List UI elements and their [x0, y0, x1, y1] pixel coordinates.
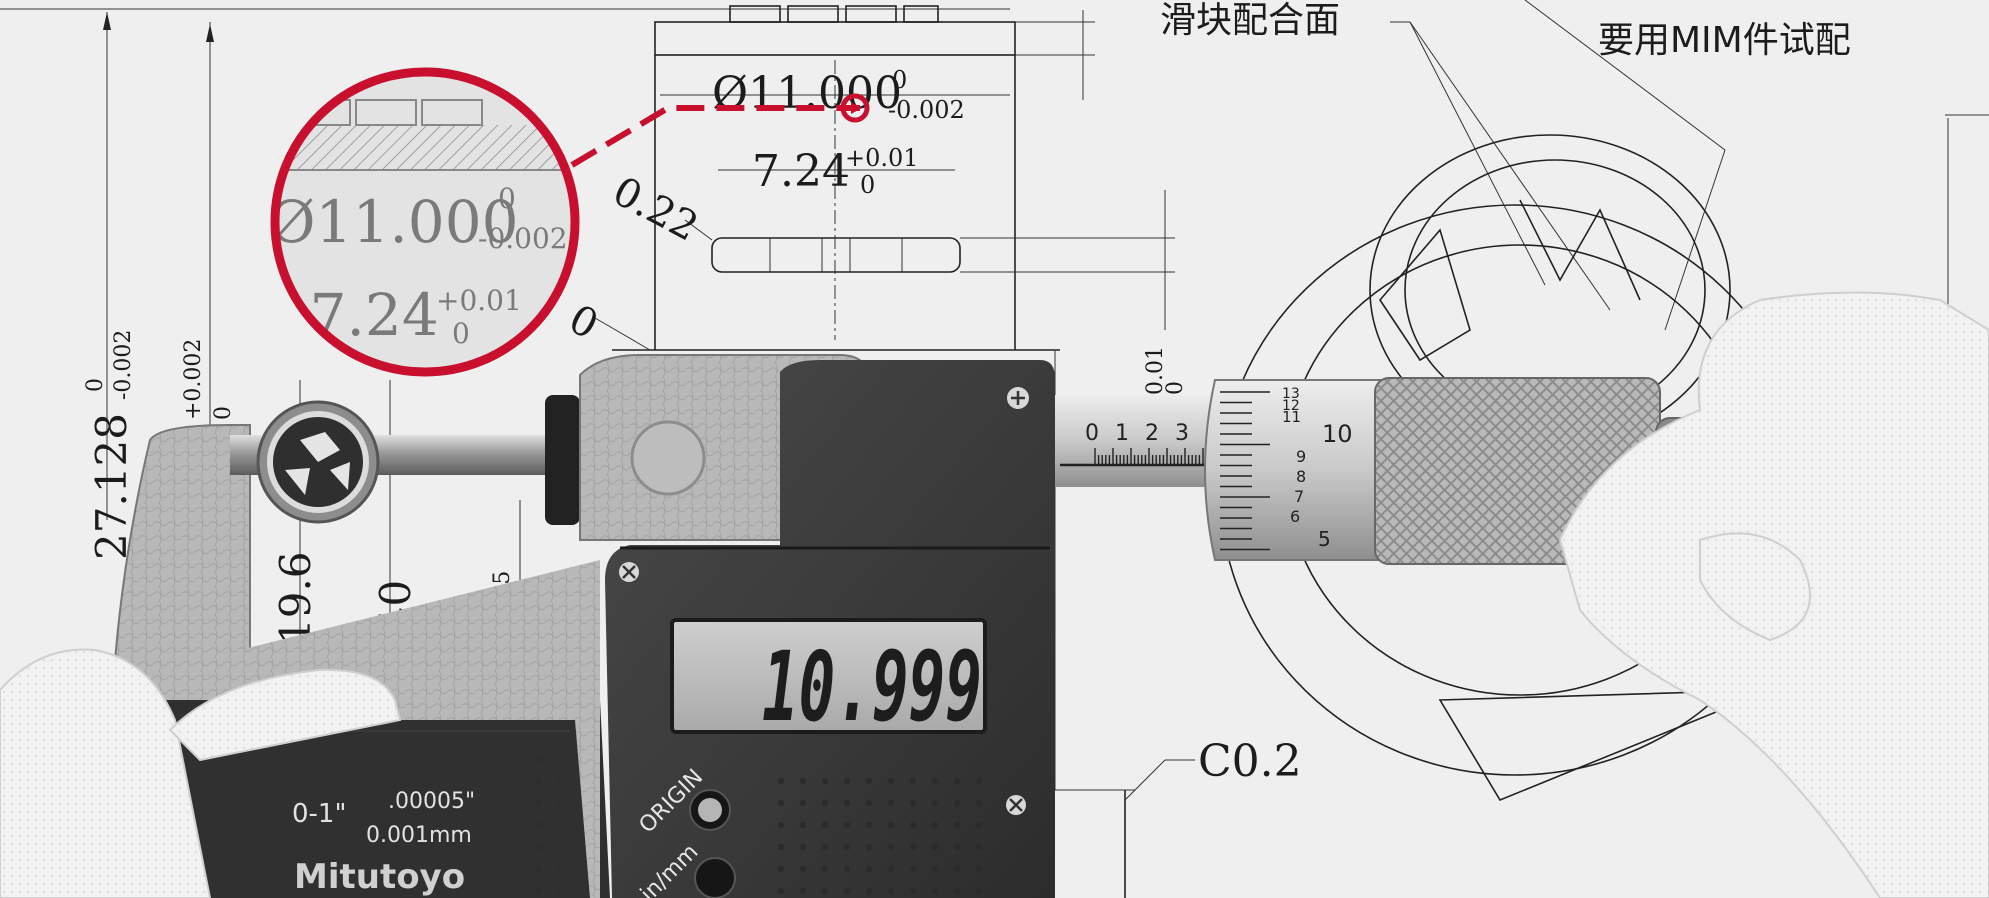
dim-right-tol-lower: 0 — [1163, 381, 1188, 395]
sleeve-scale-label: 3 — [1175, 421, 1189, 446]
chamfer-note: C0.2 — [1198, 736, 1302, 787]
thimble-scale-label: 11 — [1282, 408, 1301, 426]
dim-od-main: Ø11.000 — [712, 68, 902, 119]
dim-height-tol-upper: 0 — [83, 378, 108, 392]
thimble-scale-label: 6 — [1290, 507, 1300, 526]
sleeve-scale-label: 1 — [1115, 421, 1129, 446]
ratchet-lock-button[interactable] — [630, 420, 706, 496]
dim-radius-partial: 0 — [561, 296, 605, 349]
spindle-lock-collar — [545, 395, 580, 525]
resolution-inch: .00005" — [388, 789, 475, 814]
dim-od-tol-lower: -0.002 — [888, 96, 965, 124]
drawing-note-mim-trial: 要用MIM件试配 — [1598, 20, 1851, 61]
magnifier-callout: Ø11.000 0 -0.002 -7.24 +0.01 0 — [268, 67, 870, 377]
thimble-scale-label: 10 — [1322, 420, 1353, 448]
thimble-scale-label: 5 — [1318, 527, 1331, 551]
thimble-scale-label: 9 — [1296, 447, 1306, 466]
dim-height-main: 27.128 — [87, 413, 136, 560]
dim-width-main: 7.24 — [752, 146, 850, 197]
magnifier-width-tol-lower: 0 — [452, 317, 470, 350]
lcd-display — [670, 618, 987, 734]
brand-logo: Mitutoyo — [294, 857, 465, 897]
dim-width-tol-lower: 0 — [860, 171, 875, 199]
dim-small-tol-upper: +0.002 — [181, 339, 206, 420]
thimble-scale-label: 12 — [1282, 398, 1300, 414]
speaker-grille — [762, 770, 982, 898]
thimble-scale-label: 7 — [1294, 487, 1304, 506]
drawing-note-mating-surface: 滑块配合面 — [1160, 0, 1340, 41]
dim-right-tol-upper: 0.01 — [1143, 346, 1168, 395]
dim-19: 19.6 — [271, 551, 320, 645]
unit-toggle-button[interactable] — [694, 857, 736, 898]
dim-od-tol-upper: 0 — [892, 66, 907, 94]
sleeve-scale: 0 1 2 3 4 — [1085, 421, 1219, 446]
display-reading: 10.999 — [762, 631, 982, 743]
dim-height-tol-lower: -0.002 — [111, 330, 136, 400]
magnifier-od-tol-upper: 0 — [498, 182, 516, 215]
gloved-hand-right — [1558, 291, 1989, 898]
magnifier-od-main: Ø11.000 — [268, 188, 519, 256]
resolution-mm: 0.001mm — [366, 823, 472, 848]
sleeve-scale-label: 2 — [1145, 421, 1159, 446]
dim-small-tol-lower: 0 — [211, 406, 236, 420]
magnifier-ring — [270, 67, 580, 377]
thimble-scale-label: 8 — [1296, 467, 1306, 486]
range-label: 0-1" — [292, 799, 346, 829]
gloved-hand-left — [0, 648, 402, 898]
magnifier-od-tol-lower: -0.002 — [478, 222, 568, 255]
magnifier-width-tol-upper: +0.01 — [436, 284, 522, 317]
thimble-scale-label: 13 — [1282, 386, 1300, 402]
micrometer: 10.999 ORIGIN in/mm 0-1" .00005" 0.001mm… — [107, 354, 1747, 898]
thimble[interactable] — [1204, 379, 1381, 561]
sleeve-scale-label: 0 — [1085, 421, 1099, 446]
dim-width-tol-upper: +0.01 — [845, 144, 919, 172]
